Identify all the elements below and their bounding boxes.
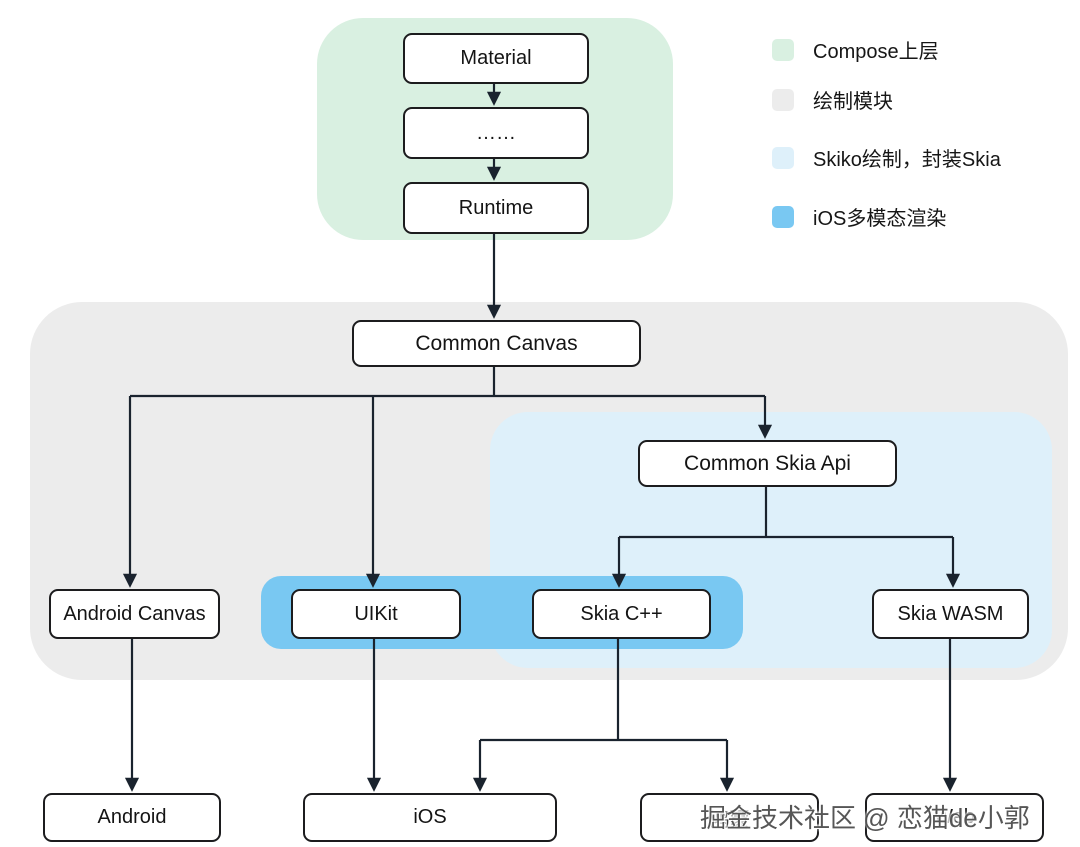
node-harmony: 鸿蒙 <box>640 793 819 842</box>
node-android-canvas: Android Canvas <box>49 589 220 639</box>
node-dots: …… <box>403 107 589 159</box>
edge-commoncanvas-trunk <box>130 363 765 398</box>
node-common-canvas: Common Canvas <box>352 320 641 367</box>
node-runtime: Runtime <box>403 182 589 234</box>
node-android: Android <box>43 793 221 842</box>
edge-skiaapi-trunk <box>619 483 953 539</box>
legend-swatch-compose <box>772 38 794 61</box>
watermark-text: 掘金技术社区 @ 恋猫de小郭 <box>700 803 1030 833</box>
legend-item-skiko: Skiko绘制，封装Skia <box>772 146 1001 171</box>
legend-swatch-draw <box>772 88 794 111</box>
legend-swatch-skiko <box>772 146 794 169</box>
legend-label-draw: 绘制模块 <box>813 91 893 113</box>
node-common-skia-api: Common Skia Api <box>638 440 897 487</box>
node-skia-cpp: Skia C++ <box>532 589 711 639</box>
node-web: Web <box>865 793 1044 842</box>
legend-label-skiko: Skiko绘制，封装Skia <box>813 149 1001 171</box>
edge-skiacpp-trunk <box>480 635 727 742</box>
node-uikit: UIKit <box>291 589 461 639</box>
node-material: Material <box>403 33 589 84</box>
legend-label-ios: iOS多模态渲染 <box>813 208 947 230</box>
node-ios: iOS <box>303 793 557 842</box>
legend-item-ios: iOS多模态渲染 <box>772 205 947 230</box>
legend-label-compose: Compose上层 <box>813 41 939 63</box>
node-skia-wasm: Skia WASM <box>872 589 1029 639</box>
legend-swatch-ios <box>772 205 794 228</box>
legend-item-draw: 绘制模块 <box>772 88 893 113</box>
legend-item-compose: Compose上层 <box>772 38 939 63</box>
